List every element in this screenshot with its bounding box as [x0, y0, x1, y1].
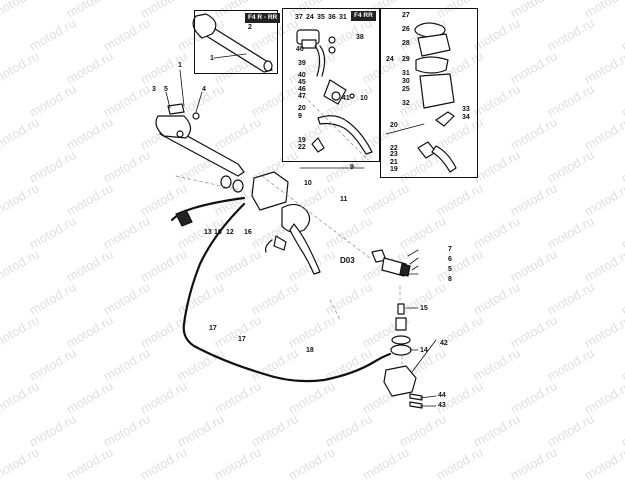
callout-6: 6: [448, 256, 452, 263]
inset-right-box: [380, 8, 478, 178]
main-handlebar-drawing: [155, 103, 245, 177]
callout-10-mid: 10: [360, 95, 368, 102]
callout-42: 42: [440, 340, 448, 347]
exploded-parts-diagram: [155, 13, 457, 409]
slave-cylinder-drawing: [383, 303, 423, 409]
callout-21: 21: [390, 159, 398, 166]
callout-29: 29: [402, 56, 410, 63]
callout-16-b: 16: [244, 229, 252, 236]
callout-30: 30: [402, 78, 410, 85]
callout-43: 43: [438, 402, 446, 409]
callout-37: 37: [295, 14, 303, 21]
callout-7: 7: [448, 246, 452, 253]
callout-1-inset: 1: [210, 55, 214, 62]
callout-24-mid: 24: [306, 14, 314, 21]
leader-lines: [165, 53, 437, 407]
inset-left-badge: F4 R - RR: [245, 13, 281, 23]
callout-35: 35: [317, 14, 325, 21]
callout-38: 38: [356, 34, 364, 41]
callout-1: 1: [178, 62, 182, 69]
callout-31: 31: [402, 70, 410, 77]
inset-left-box: [194, 10, 278, 74]
callout-40: 40: [298, 72, 306, 79]
callout-12: 12: [226, 229, 234, 236]
callout-2: 2: [248, 24, 252, 31]
callout-19-mid: 19: [298, 137, 306, 144]
inset-mid-master-cylinder-drawing: [296, 29, 373, 155]
diagram-code-label: D03: [340, 256, 355, 265]
callout-36: 36: [328, 14, 336, 21]
callout-13: 13: [204, 229, 212, 236]
callout-24: 24: [386, 56, 394, 63]
callout-17-b: 17: [238, 336, 246, 343]
main-master-cylinder-drawing: [220, 171, 321, 275]
construction-lines: [175, 91, 403, 369]
callout-8: 8: [448, 276, 452, 283]
inset-mid-box: [282, 8, 380, 162]
callout-40-top: 40: [296, 46, 304, 53]
inset-left-handlebar-drawing: [192, 13, 273, 73]
callout-9: 9: [350, 164, 354, 171]
callout-4: 4: [202, 86, 206, 93]
callout-14: 14: [420, 347, 428, 354]
callout-18: 18: [306, 347, 314, 354]
callout-28: 28: [402, 40, 410, 47]
callout-32: 32: [402, 100, 410, 107]
inset-right-reservoir-drawing: [414, 22, 457, 173]
callout-5: 5: [164, 86, 168, 93]
callout-31-mid: 31: [339, 14, 347, 21]
callout-17-a: 17: [209, 325, 217, 332]
callout-46: 46: [298, 86, 306, 93]
callout-41: 41: [342, 95, 350, 102]
callout-47: 47: [298, 93, 306, 100]
callout-16-a: 16: [214, 229, 222, 236]
callout-22: 22: [390, 145, 398, 152]
clutch-hose-drawing: [170, 196, 392, 383]
callout-19: 19: [390, 166, 398, 173]
callout-26: 26: [402, 26, 410, 33]
callout-25: 25: [402, 86, 410, 93]
callout-33: 33: [462, 106, 470, 113]
callout-45: 45: [298, 79, 306, 86]
callout-3: 3: [152, 86, 156, 93]
callout-44: 44: [438, 392, 446, 399]
callout-9-mid: 9: [298, 113, 302, 120]
callout-10: 10: [304, 180, 312, 187]
callout-15: 15: [420, 305, 428, 312]
callout-11: 11: [340, 196, 348, 203]
callout-22-mid: 22: [298, 144, 306, 151]
callout-39: 39: [298, 60, 306, 67]
callout-20-mid: 20: [298, 105, 306, 112]
callout-5-b: 5: [448, 266, 452, 273]
callout-27: 27: [402, 12, 410, 19]
callout-20: 20: [390, 122, 398, 129]
callout-34: 34: [462, 114, 470, 121]
wiring-connector-drawing: [175, 209, 193, 227]
callout-23: 23: [390, 151, 398, 158]
inset-mid-badge: F4 RR: [351, 11, 376, 21]
bar-end-weight-drawing: [371, 249, 411, 277]
